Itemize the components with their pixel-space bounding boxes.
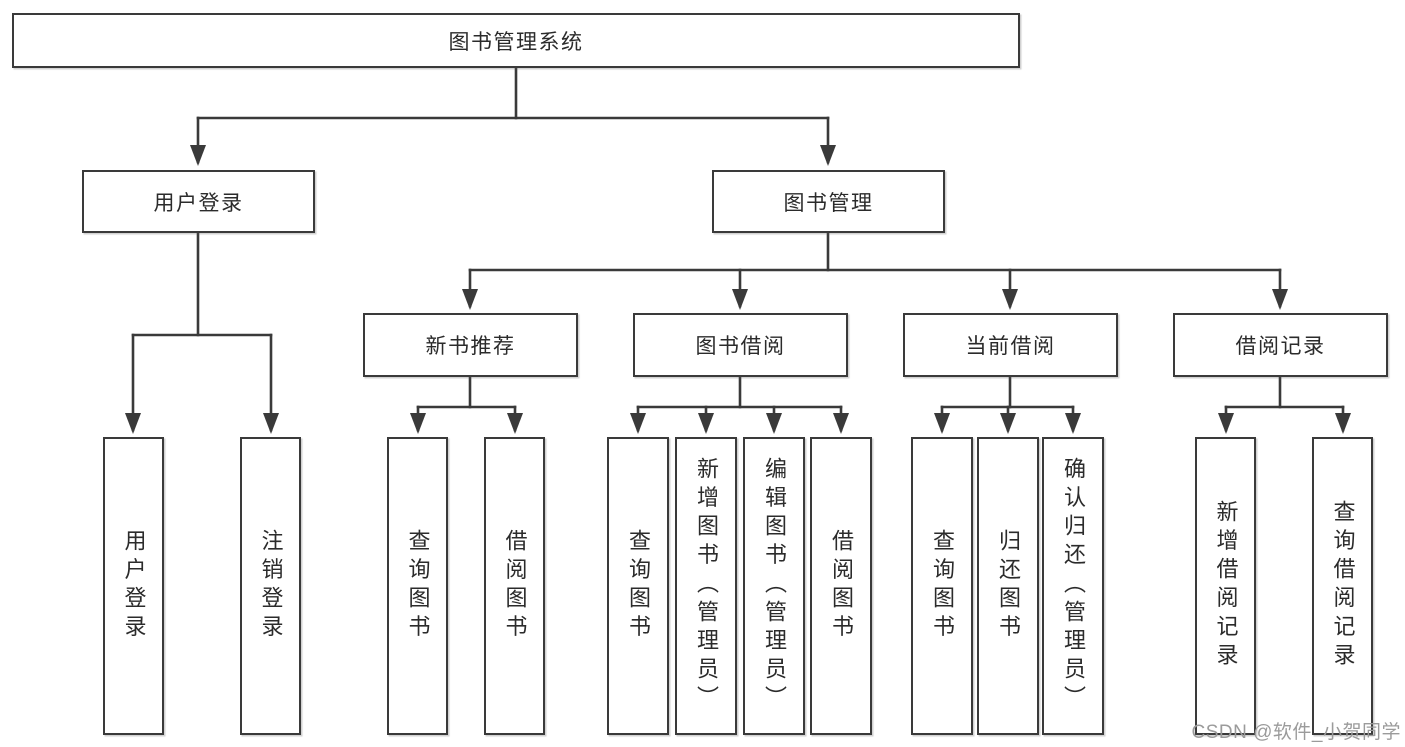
watermark: CSDN @软件_小贺同学 bbox=[1191, 722, 1401, 743]
leaf-query-books-borrow: 查询图书 bbox=[607, 437, 669, 735]
node-new-book-recommend-label: 新书推荐 bbox=[425, 335, 516, 358]
leaf-query-borrow-record-label: 查询借阅记录 bbox=[1330, 500, 1356, 672]
leaf-query-books-recommend-label: 查询图书 bbox=[405, 528, 431, 644]
node-book-borrow: 图书借阅 bbox=[633, 313, 848, 377]
node-root-label: 图书管理系统 bbox=[448, 30, 584, 54]
leaf-confirm-return-admin-label: 确认归还（管理员） bbox=[1061, 457, 1086, 715]
node-current-borrow: 当前借阅 bbox=[903, 313, 1118, 377]
node-book-management-label: 图书管理 bbox=[783, 191, 874, 215]
leaf-query-books-current-label: 查询图书 bbox=[930, 528, 955, 644]
node-borrow-records-label: 借阅记录 bbox=[1235, 335, 1326, 358]
node-borrow-records: 借阅记录 bbox=[1173, 313, 1388, 377]
leaf-query-books-current: 查询图书 bbox=[911, 437, 973, 735]
leaf-return-books-label: 归还图书 bbox=[996, 528, 1021, 644]
leaf-query-books-borrow-label: 查询图书 bbox=[626, 528, 651, 644]
node-current-borrow-label: 当前借阅 bbox=[965, 335, 1056, 358]
node-new-book-recommend: 新书推荐 bbox=[363, 313, 578, 377]
leaf-edit-book-admin-label: 编辑图书（管理员） bbox=[762, 457, 787, 715]
leaf-logout: 注销登录 bbox=[240, 437, 301, 735]
leaf-logout-label: 注销登录 bbox=[258, 528, 284, 644]
node-book-management: 图书管理 bbox=[712, 170, 945, 233]
leaf-borrow-books-recommend: 借阅图书 bbox=[484, 437, 545, 735]
leaf-query-books-recommend: 查询图书 bbox=[387, 437, 448, 735]
leaf-edit-book-admin: 编辑图书（管理员） bbox=[743, 437, 805, 735]
leaf-add-borrow-record: 新增借阅记录 bbox=[1195, 437, 1256, 735]
leaf-query-borrow-record: 查询借阅记录 bbox=[1312, 437, 1373, 735]
leaf-user-login-label: 用户登录 bbox=[121, 528, 147, 644]
leaf-user-login: 用户登录 bbox=[103, 437, 164, 735]
node-user-login: 用户登录 bbox=[82, 170, 315, 233]
leaf-return-books: 归还图书 bbox=[977, 437, 1039, 735]
leaf-add-book-admin-label: 新增图书（管理员） bbox=[694, 457, 719, 715]
node-book-borrow-label: 图书借阅 bbox=[695, 335, 786, 358]
node-user-login-label: 用户登录 bbox=[153, 191, 244, 215]
leaf-borrow-books-label: 借阅图书 bbox=[829, 528, 854, 644]
leaf-borrow-books-recommend-label: 借阅图书 bbox=[502, 528, 528, 644]
node-root: 图书管理系统 bbox=[12, 13, 1020, 68]
leaf-confirm-return-admin: 确认归还（管理员） bbox=[1042, 437, 1104, 735]
leaf-add-book-admin: 新增图书（管理员） bbox=[675, 437, 737, 735]
leaf-borrow-books: 借阅图书 bbox=[810, 437, 872, 735]
leaf-add-borrow-record-label: 新增借阅记录 bbox=[1213, 500, 1239, 672]
